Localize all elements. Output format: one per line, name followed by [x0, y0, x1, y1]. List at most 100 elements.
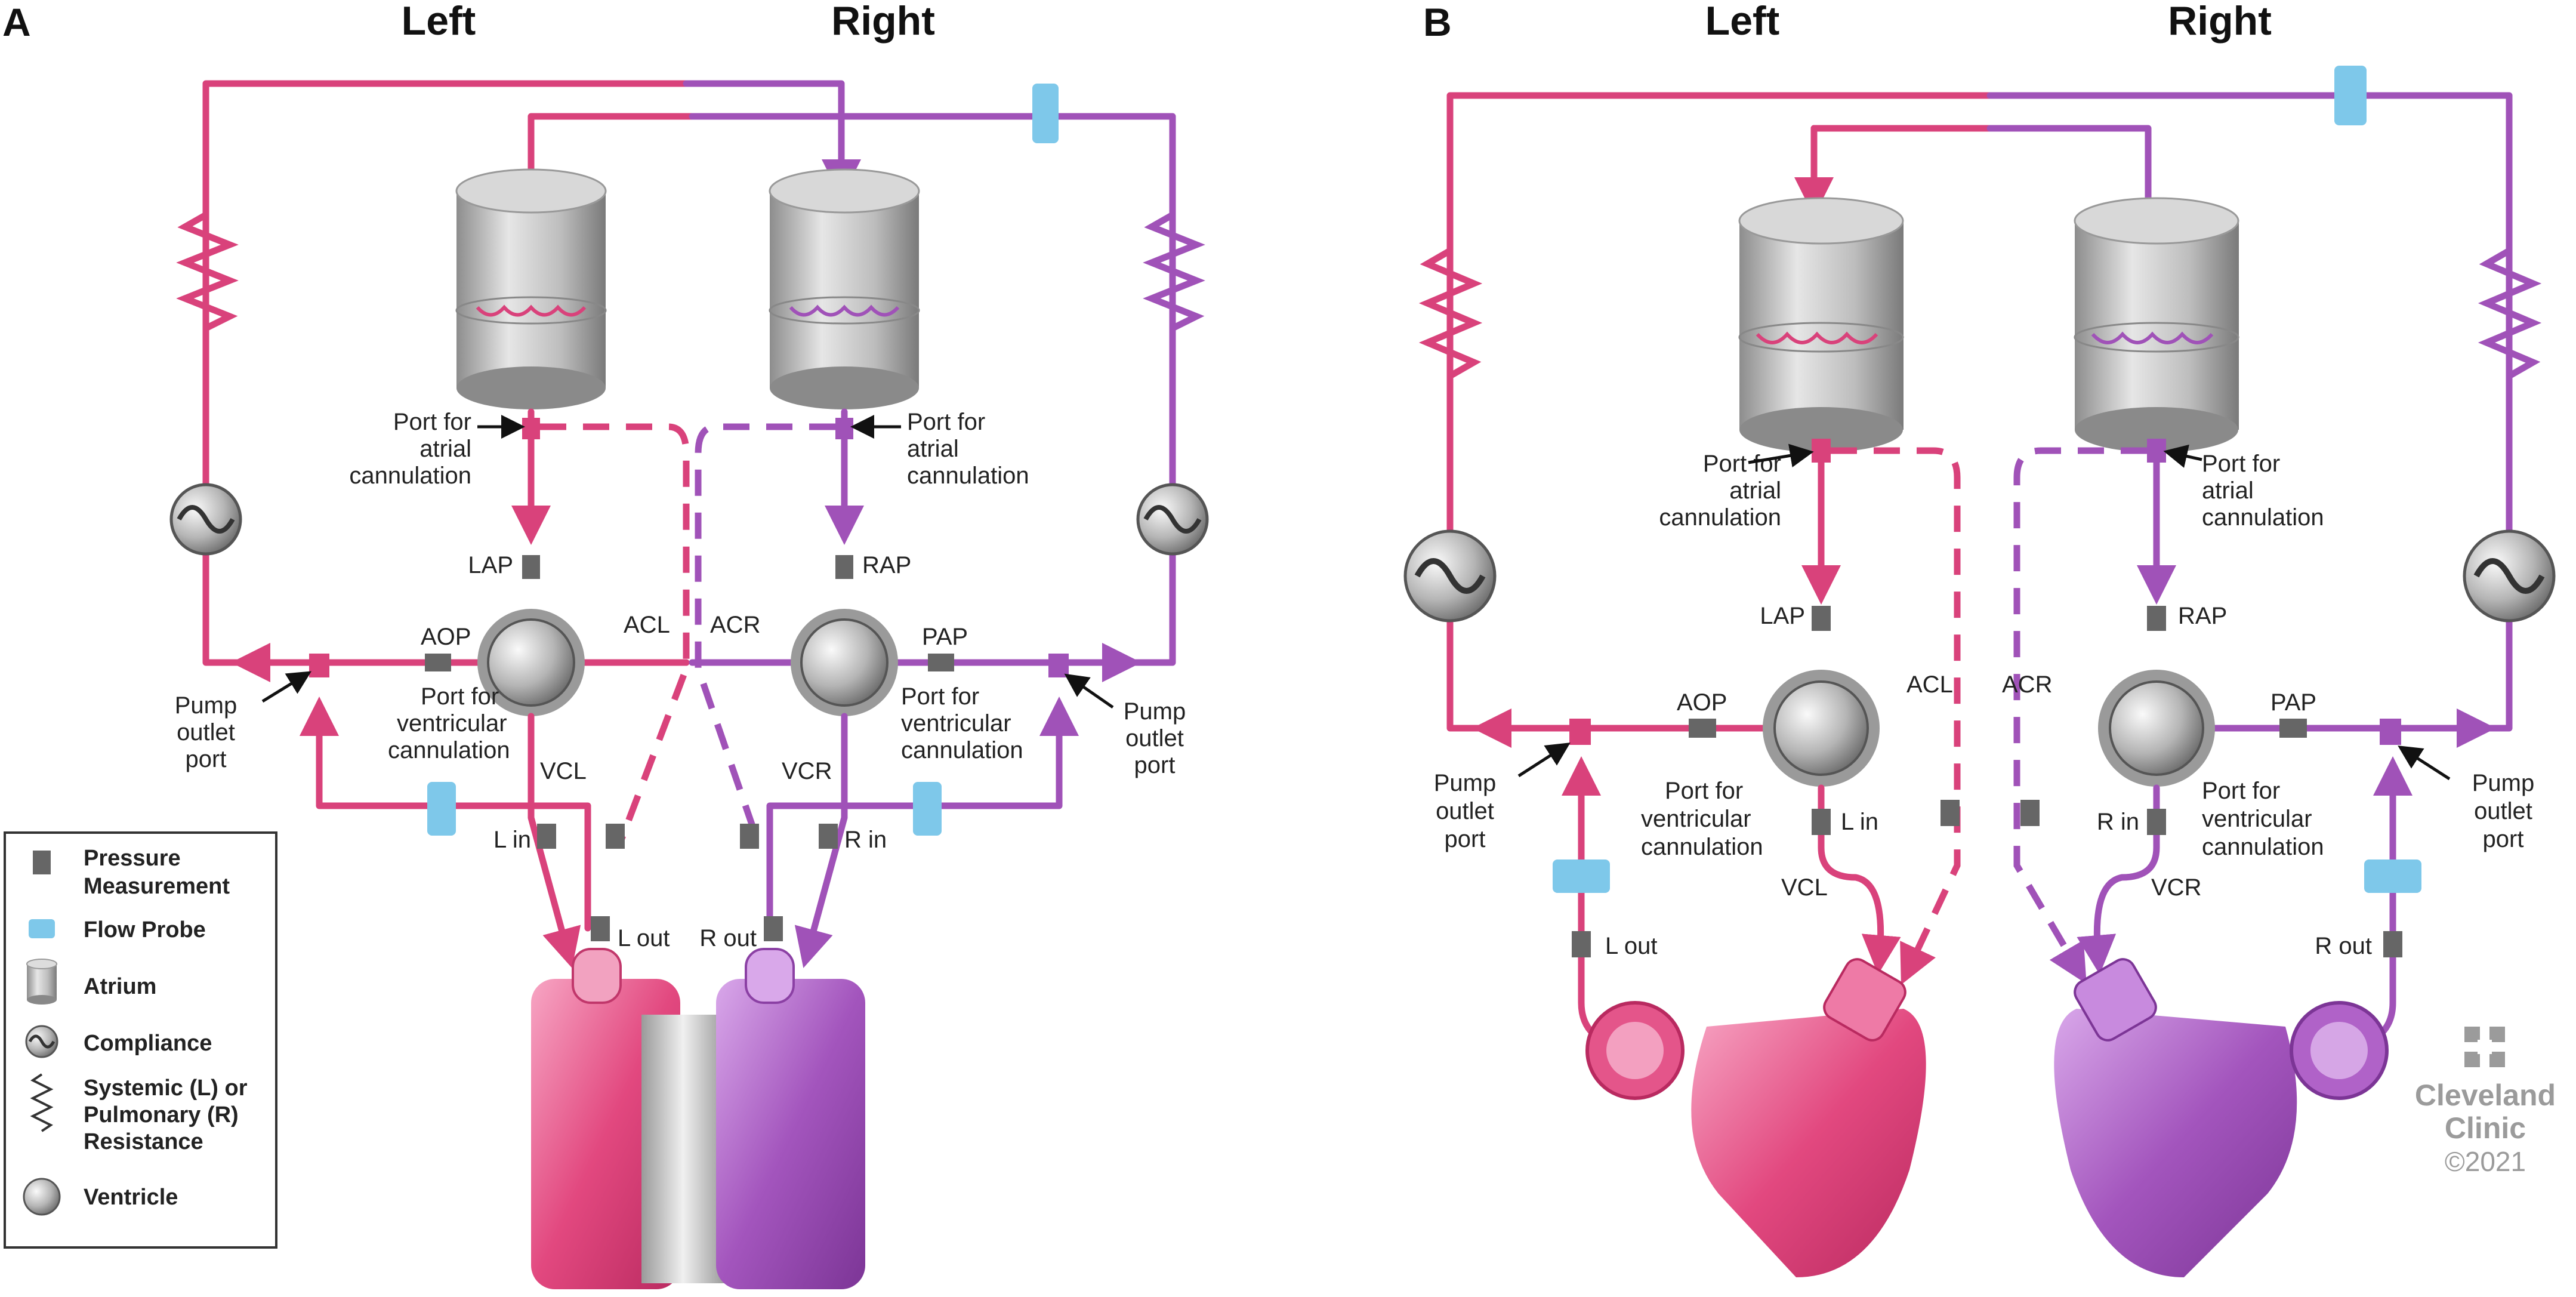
panel-a-right-header: Right [831, 0, 935, 44]
legend-atrium-icon [26, 959, 57, 1005]
a-acl-label: ACL [624, 612, 670, 638]
b-label-vent-left: Port for ventricular cannulation [1641, 778, 1763, 860]
a-l-out-gauge [591, 916, 610, 941]
svg-text:atrial: atrial [907, 436, 959, 462]
a-pap-label: PAP [922, 624, 968, 650]
a-acl-gauge [606, 824, 625, 849]
b-left-ventricle [1763, 670, 1880, 787]
svg-text:Port for: Port for [1703, 451, 1781, 477]
a-left-atrial-port [522, 418, 540, 439]
a-systemic-loop [202, 80, 690, 666]
legend-flow-probe-icon [29, 919, 55, 938]
b-label-atrial-left: Port for atrial cannulation [1659, 451, 1781, 531]
b-l-in-label: L in [1841, 809, 1878, 835]
b-right-atrial-inflow [1986, 125, 2152, 210]
b-l-in-gauge [1812, 809, 1831, 835]
a-label-pump-left: Pump outlet port [175, 692, 237, 772]
svg-text:atrial: atrial [1729, 477, 1781, 504]
svg-text:ventricular: ventricular [1641, 806, 1751, 832]
svg-text:Pump: Pump [1124, 698, 1186, 725]
svg-text:Port for: Port for [421, 683, 499, 710]
b-systemic-return [1794, 125, 1994, 220]
b-rap-gauge [2147, 606, 2166, 631]
a-systemic-resistance-icon [176, 212, 239, 331]
a-pulmonary-resistance-icon [1143, 212, 1205, 331]
b-systemic-compliance-icon [1403, 529, 1497, 623]
b-acl-gauge [1941, 800, 1960, 826]
b-vcr-line [2077, 784, 2160, 975]
a-acl-line [540, 423, 690, 843]
b-lap-label: LAP [1760, 603, 1805, 629]
b-pump-left-pointer [1517, 743, 1571, 778]
legend-ventricle-icon [23, 1178, 61, 1216]
b-right-pump-outlet-port [2380, 719, 2401, 745]
legend-compliance-icon [25, 1025, 58, 1058]
a-vcr-label: VCR [782, 758, 832, 784]
legend-compliance: Compliance [84, 1031, 212, 1056]
a-lap-gauge [522, 555, 540, 579]
b-label-atrial-right: Port for atrial cannulation [2202, 451, 2324, 531]
svg-text:cannulation: cannulation [901, 737, 1023, 763]
a-left-flow-probe [427, 782, 456, 836]
a-label-vent-left: Port for ventricular cannulation [388, 683, 510, 763]
legend-resistance-line1: Systemic (L) or [84, 1076, 248, 1101]
legend: Pressure Measurement Flow Probe Atrium C… [4, 831, 277, 1249]
a-r-out-gauge [764, 916, 783, 941]
a-pap-gauge [928, 654, 954, 671]
a-acr-line [695, 423, 835, 843]
a-l-in-label: L in [493, 827, 531, 853]
b-r-in-label: R in [2097, 809, 2139, 835]
legend-resistance-line2: Pulmonary (R) [84, 1102, 239, 1127]
a-label-pump-right: Pump outlet port [1124, 698, 1186, 778]
legend-flow-probe: Flow Probe [84, 917, 206, 942]
a-pump-right-pointer [1064, 673, 1114, 709]
a-systemic-return [683, 80, 861, 199]
b-label-pump-right: Pump outlet port [2472, 770, 2535, 852]
b-acr-gauge [2020, 800, 2040, 826]
a-l-in-gauge [537, 824, 556, 849]
legend-resistance-line3: Resistance [84, 1129, 203, 1154]
panel-a-left-header: Left [402, 0, 476, 44]
brand-copyright: ©2021 [2445, 1146, 2526, 1177]
b-left-atrium [1738, 197, 1904, 452]
b-right-pump [2054, 958, 2389, 1277]
a-pulmonary-compliance-icon [1136, 483, 1209, 556]
b-acl-label: ACL [1906, 671, 1953, 698]
a-r-out-label: R out [699, 925, 757, 951]
svg-text:outlet: outlet [2474, 798, 2532, 824]
brand-line2: Clinic [2445, 1111, 2526, 1145]
a-l-out-label: L out [618, 925, 670, 951]
b-r-in-gauge [2147, 809, 2166, 835]
svg-text:atrial: atrial [2202, 477, 2254, 504]
a-label-vent-right: Port for ventricular cannulation [901, 683, 1023, 763]
a-label-atrial-left: Port for atrial cannulation [349, 409, 471, 489]
svg-text:Port for: Port for [1665, 778, 1743, 804]
svg-text:cannulation: cannulation [1641, 834, 1763, 860]
a-right-flow-probe [913, 782, 942, 836]
svg-text:Port for: Port for [2202, 778, 2280, 804]
a-lap-label: LAP [468, 552, 513, 578]
svg-text:outlet: outlet [1125, 725, 1184, 751]
svg-text:port: port [2483, 826, 2524, 852]
a-pulmonary-return-pink [527, 113, 696, 186]
a-acr-label: ACR [710, 612, 760, 638]
b-left-atrial-port [1812, 439, 1831, 463]
svg-text:cannulation: cannulation [388, 737, 510, 763]
b-atrial-right-pointer [2163, 444, 2202, 468]
b-label-vent-right: Port for ventricular cannulation [2202, 778, 2324, 860]
b-vcl-line [1818, 784, 1901, 975]
svg-text:port: port [1134, 752, 1176, 778]
b-l-out-gauge [1572, 931, 1591, 957]
legend-pressure-line2: Measurement [84, 874, 230, 899]
b-pump-right-pointer [2398, 745, 2451, 781]
b-rap-label: RAP [2178, 603, 2227, 629]
b-acr-line [2013, 447, 2147, 984]
b-right-atrial-port [2147, 439, 2166, 463]
b-pap-label: PAP [2270, 689, 2316, 716]
a-aop-label: AOP [421, 624, 471, 650]
a-label-atrial-right: Port for atrial cannulation [907, 409, 1029, 489]
b-vcr-label: VCR [2151, 874, 2201, 901]
cleveland-clinic-logo-icon [2464, 1027, 2505, 1067]
